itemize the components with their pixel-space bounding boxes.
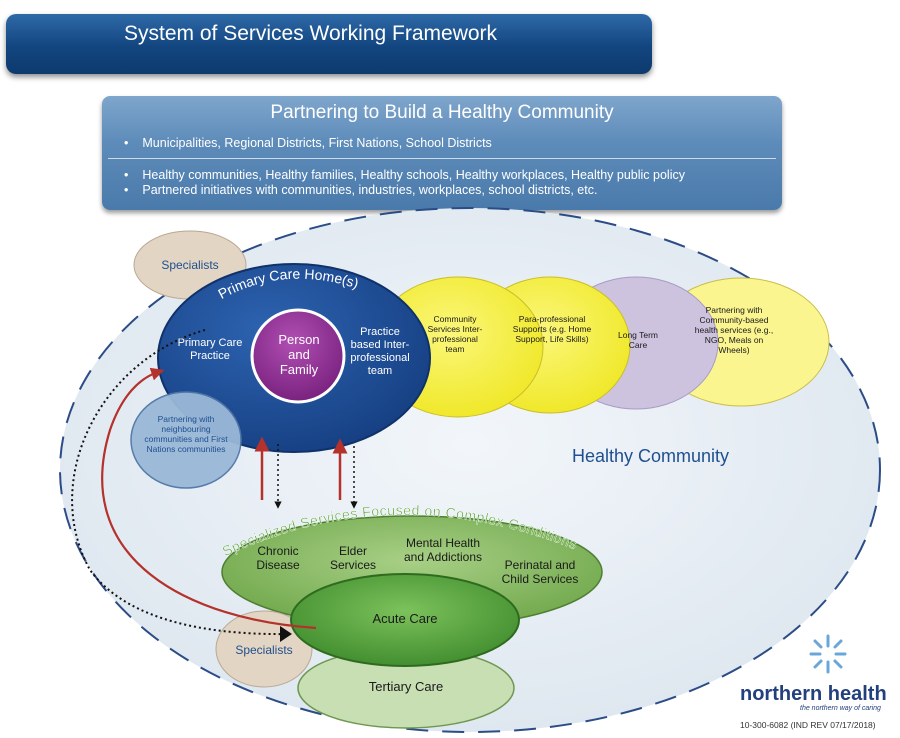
mental-health-label: Mental Health and Addictions	[403, 536, 483, 564]
specialists-bottom-label: Specialists	[235, 643, 293, 657]
form-code: 10-300-6082 (IND REV 07/17/2018)	[740, 720, 876, 730]
partnering-title: Partnering to Build a Healthy Community	[270, 102, 614, 123]
partnering-bullet: •Municipalities, Regional Districts, Fir…	[124, 136, 492, 150]
acute-to-primary-arrow	[101, 367, 317, 630]
partnering-divider	[108, 158, 776, 159]
perinatal-label: Perinatal and Child Services	[501, 558, 579, 586]
title-banner	[6, 14, 652, 74]
partnering-panel	[102, 96, 782, 210]
primary-care-practice-label: Primary Care Practice	[177, 337, 243, 362]
healthy-community-label: Healthy Community	[572, 446, 730, 466]
chronic-disease-label: Chronic Disease	[256, 544, 300, 572]
community-based-label: Partnering with Community-based health s…	[694, 305, 774, 355]
long-term-care-label: Long Term Care	[617, 330, 658, 350]
inter-professional-team-label: Practice based Inter-professional team	[350, 326, 410, 377]
acute-care-label: Acute Care	[372, 611, 438, 626]
neighbours-bubble	[130, 391, 242, 489]
primary-to-acute-dotted-arrow	[71, 329, 289, 636]
logo-name: northern health	[740, 683, 887, 705]
partnering-bullet: •Partnered initiatives with communities,…	[124, 183, 598, 197]
acute-care-oval	[290, 573, 520, 667]
para-professional-label: Para-professional Supports (e.g. Home Su…	[512, 314, 592, 344]
specialists-bottom-bubble	[215, 610, 313, 688]
page-title: System of Services Working Framework	[124, 22, 498, 45]
dotted-arrow-head	[280, 626, 292, 642]
tertiary-care-label: Tertiary Care	[368, 679, 444, 694]
neighbours-label: Partnering with neighbouring communities…	[144, 414, 228, 454]
elder-services-label: Elder Services	[329, 544, 376, 572]
person-family-label: Person and Family	[278, 332, 320, 377]
northern-health-logo-icon	[809, 634, 847, 674]
person-family-circle	[250, 308, 346, 404]
specialists-top-label: Specialists	[161, 258, 219, 272]
community-services-label: Community Services Inter-professional te…	[427, 314, 483, 354]
partnering-bullet: •Healthy communities, Healthy families, …	[124, 168, 685, 182]
logo-tagline: the northern way of caring	[800, 705, 881, 712]
